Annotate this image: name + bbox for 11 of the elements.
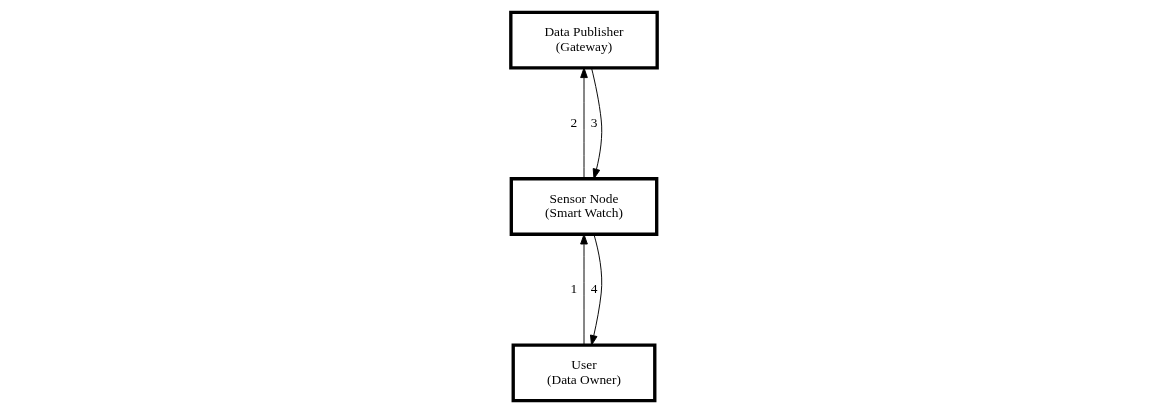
node-box: Sensor Node (Smart Watch) <box>509 177 659 236</box>
arrow <box>580 233 588 346</box>
edge-label: 2 <box>570 114 578 130</box>
edge-label: 3 <box>590 114 598 130</box>
arrow <box>591 67 603 180</box>
node-box: User (Data Owner) <box>511 343 657 403</box>
edge-label: 4 <box>590 281 598 297</box>
arrow <box>590 233 603 346</box>
edge-label: 1 <box>570 281 578 297</box>
node-box: Data Publisher (Gateway) <box>509 10 659 70</box>
arrow <box>580 67 588 180</box>
